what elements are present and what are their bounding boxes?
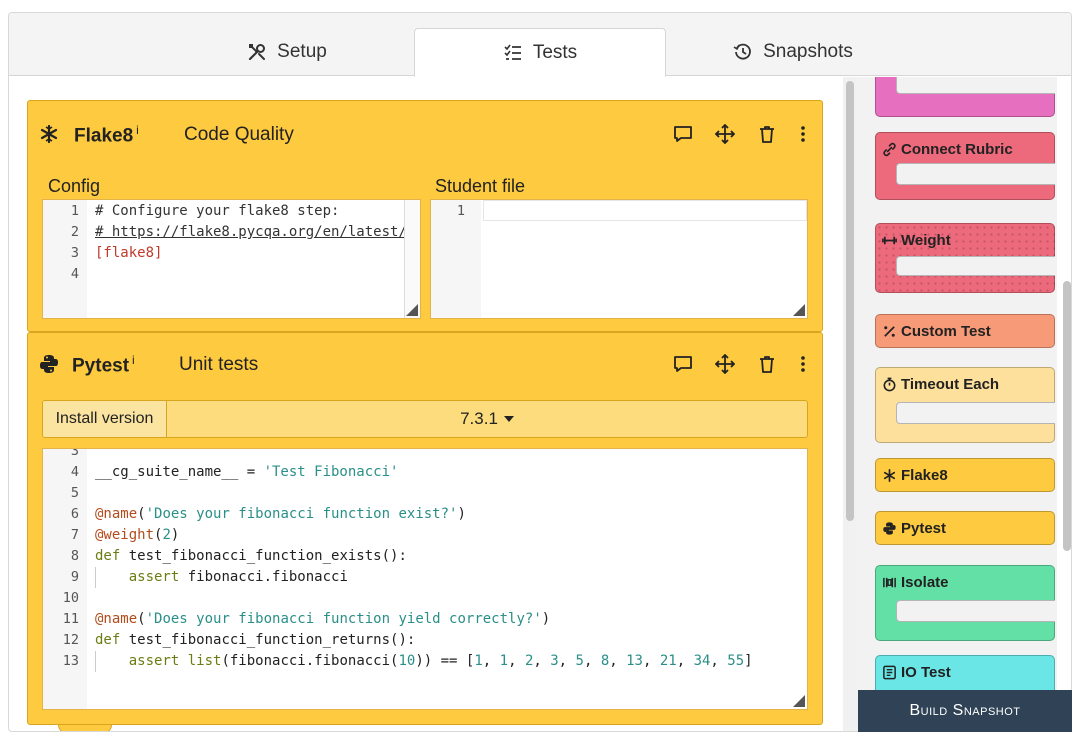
palette-block-flake8[interactable]: Flake8 xyxy=(875,458,1055,492)
palette-block-weight[interactable]: Weight xyxy=(875,223,1055,293)
isolate-icon xyxy=(883,577,896,588)
python-icon xyxy=(40,355,58,373)
config-editor[interactable]: 1# Configure your flake8 step: 2# https:… xyxy=(42,199,421,319)
install-version-row: Install version 7.3.1 xyxy=(42,400,808,438)
dumbbell-icon xyxy=(882,236,897,245)
snowflake-icon xyxy=(883,469,896,482)
info-icon: i xyxy=(132,352,135,367)
editor-scrollbar[interactable] xyxy=(404,200,420,318)
more-menu-icon[interactable] xyxy=(798,121,808,147)
student-file-editor[interactable]: 1 xyxy=(430,199,808,319)
tab-label: Setup xyxy=(277,41,327,62)
comment-icon[interactable] xyxy=(672,351,694,377)
stopwatch-icon xyxy=(883,377,896,392)
io-test-icon xyxy=(883,665,896,680)
percent-icon xyxy=(884,326,895,337)
block-subtitle: Code Quality xyxy=(184,124,294,145)
trash-icon[interactable] xyxy=(756,121,778,147)
block-subtitle: Unit tests xyxy=(179,354,259,375)
student-file-label: Student file xyxy=(435,176,526,196)
block-actions xyxy=(672,121,808,147)
selected-version: 7.3.1 xyxy=(460,409,498,428)
install-version-label: Install version xyxy=(43,401,167,437)
checklist-icon xyxy=(504,44,521,60)
tab-tests[interactable]: Tests xyxy=(414,28,666,77)
resize-handle-icon[interactable] xyxy=(406,304,418,316)
config-label: Config xyxy=(48,176,101,196)
history-icon xyxy=(733,43,751,60)
python-icon xyxy=(883,522,896,535)
comment-icon[interactable] xyxy=(672,121,694,147)
tab-label: Tests xyxy=(532,41,578,63)
workspace-scrollbar[interactable] xyxy=(843,77,857,731)
block-actions xyxy=(672,351,808,377)
active-line xyxy=(483,200,807,221)
tools-icon xyxy=(249,44,266,61)
palette-block-pytest[interactable]: Pytest xyxy=(875,511,1055,545)
pytest-code-editor[interactable]: 3 4__cg_suite_name__ = 'Test Fibonacci' … xyxy=(42,448,808,710)
tab-snapshots[interactable]: Snapshots xyxy=(667,28,919,76)
block-connector xyxy=(58,725,112,731)
more-menu-icon[interactable] xyxy=(798,351,808,377)
tab-setup[interactable]: Setup xyxy=(161,28,413,76)
link-icon xyxy=(883,142,896,157)
move-icon[interactable] xyxy=(714,121,736,147)
palette-block-partial[interactable] xyxy=(875,77,1055,117)
install-version-select[interactable]: 7.3.1 xyxy=(167,401,807,437)
info-icon: i xyxy=(136,122,139,137)
resize-handle-icon[interactable] xyxy=(793,695,805,707)
snowflake-icon xyxy=(40,124,58,144)
tab-label: Snapshots xyxy=(763,41,853,62)
palette-scrollbar[interactable] xyxy=(1061,141,1071,731)
resize-handle-icon[interactable] xyxy=(793,304,805,316)
palette-block-connect-rubric[interactable]: Connect Rubric xyxy=(875,132,1055,200)
palette-block-timeout-each[interactable]: Timeout Each xyxy=(875,367,1055,443)
build-snapshot-button[interactable]: Build Snapshot xyxy=(858,690,1072,732)
move-icon[interactable] xyxy=(714,351,736,377)
block-palette: Connect Rubric Weight Custom Test Timeou… xyxy=(857,77,1071,731)
tab-bar: Setup Tests Snapshots xyxy=(9,13,1071,77)
palette-block-isolate[interactable]: Isolate xyxy=(875,565,1055,641)
trash-icon[interactable] xyxy=(756,351,778,377)
chevron-down-icon xyxy=(503,416,514,422)
palette-block-custom-test[interactable]: Custom Test xyxy=(875,314,1055,348)
